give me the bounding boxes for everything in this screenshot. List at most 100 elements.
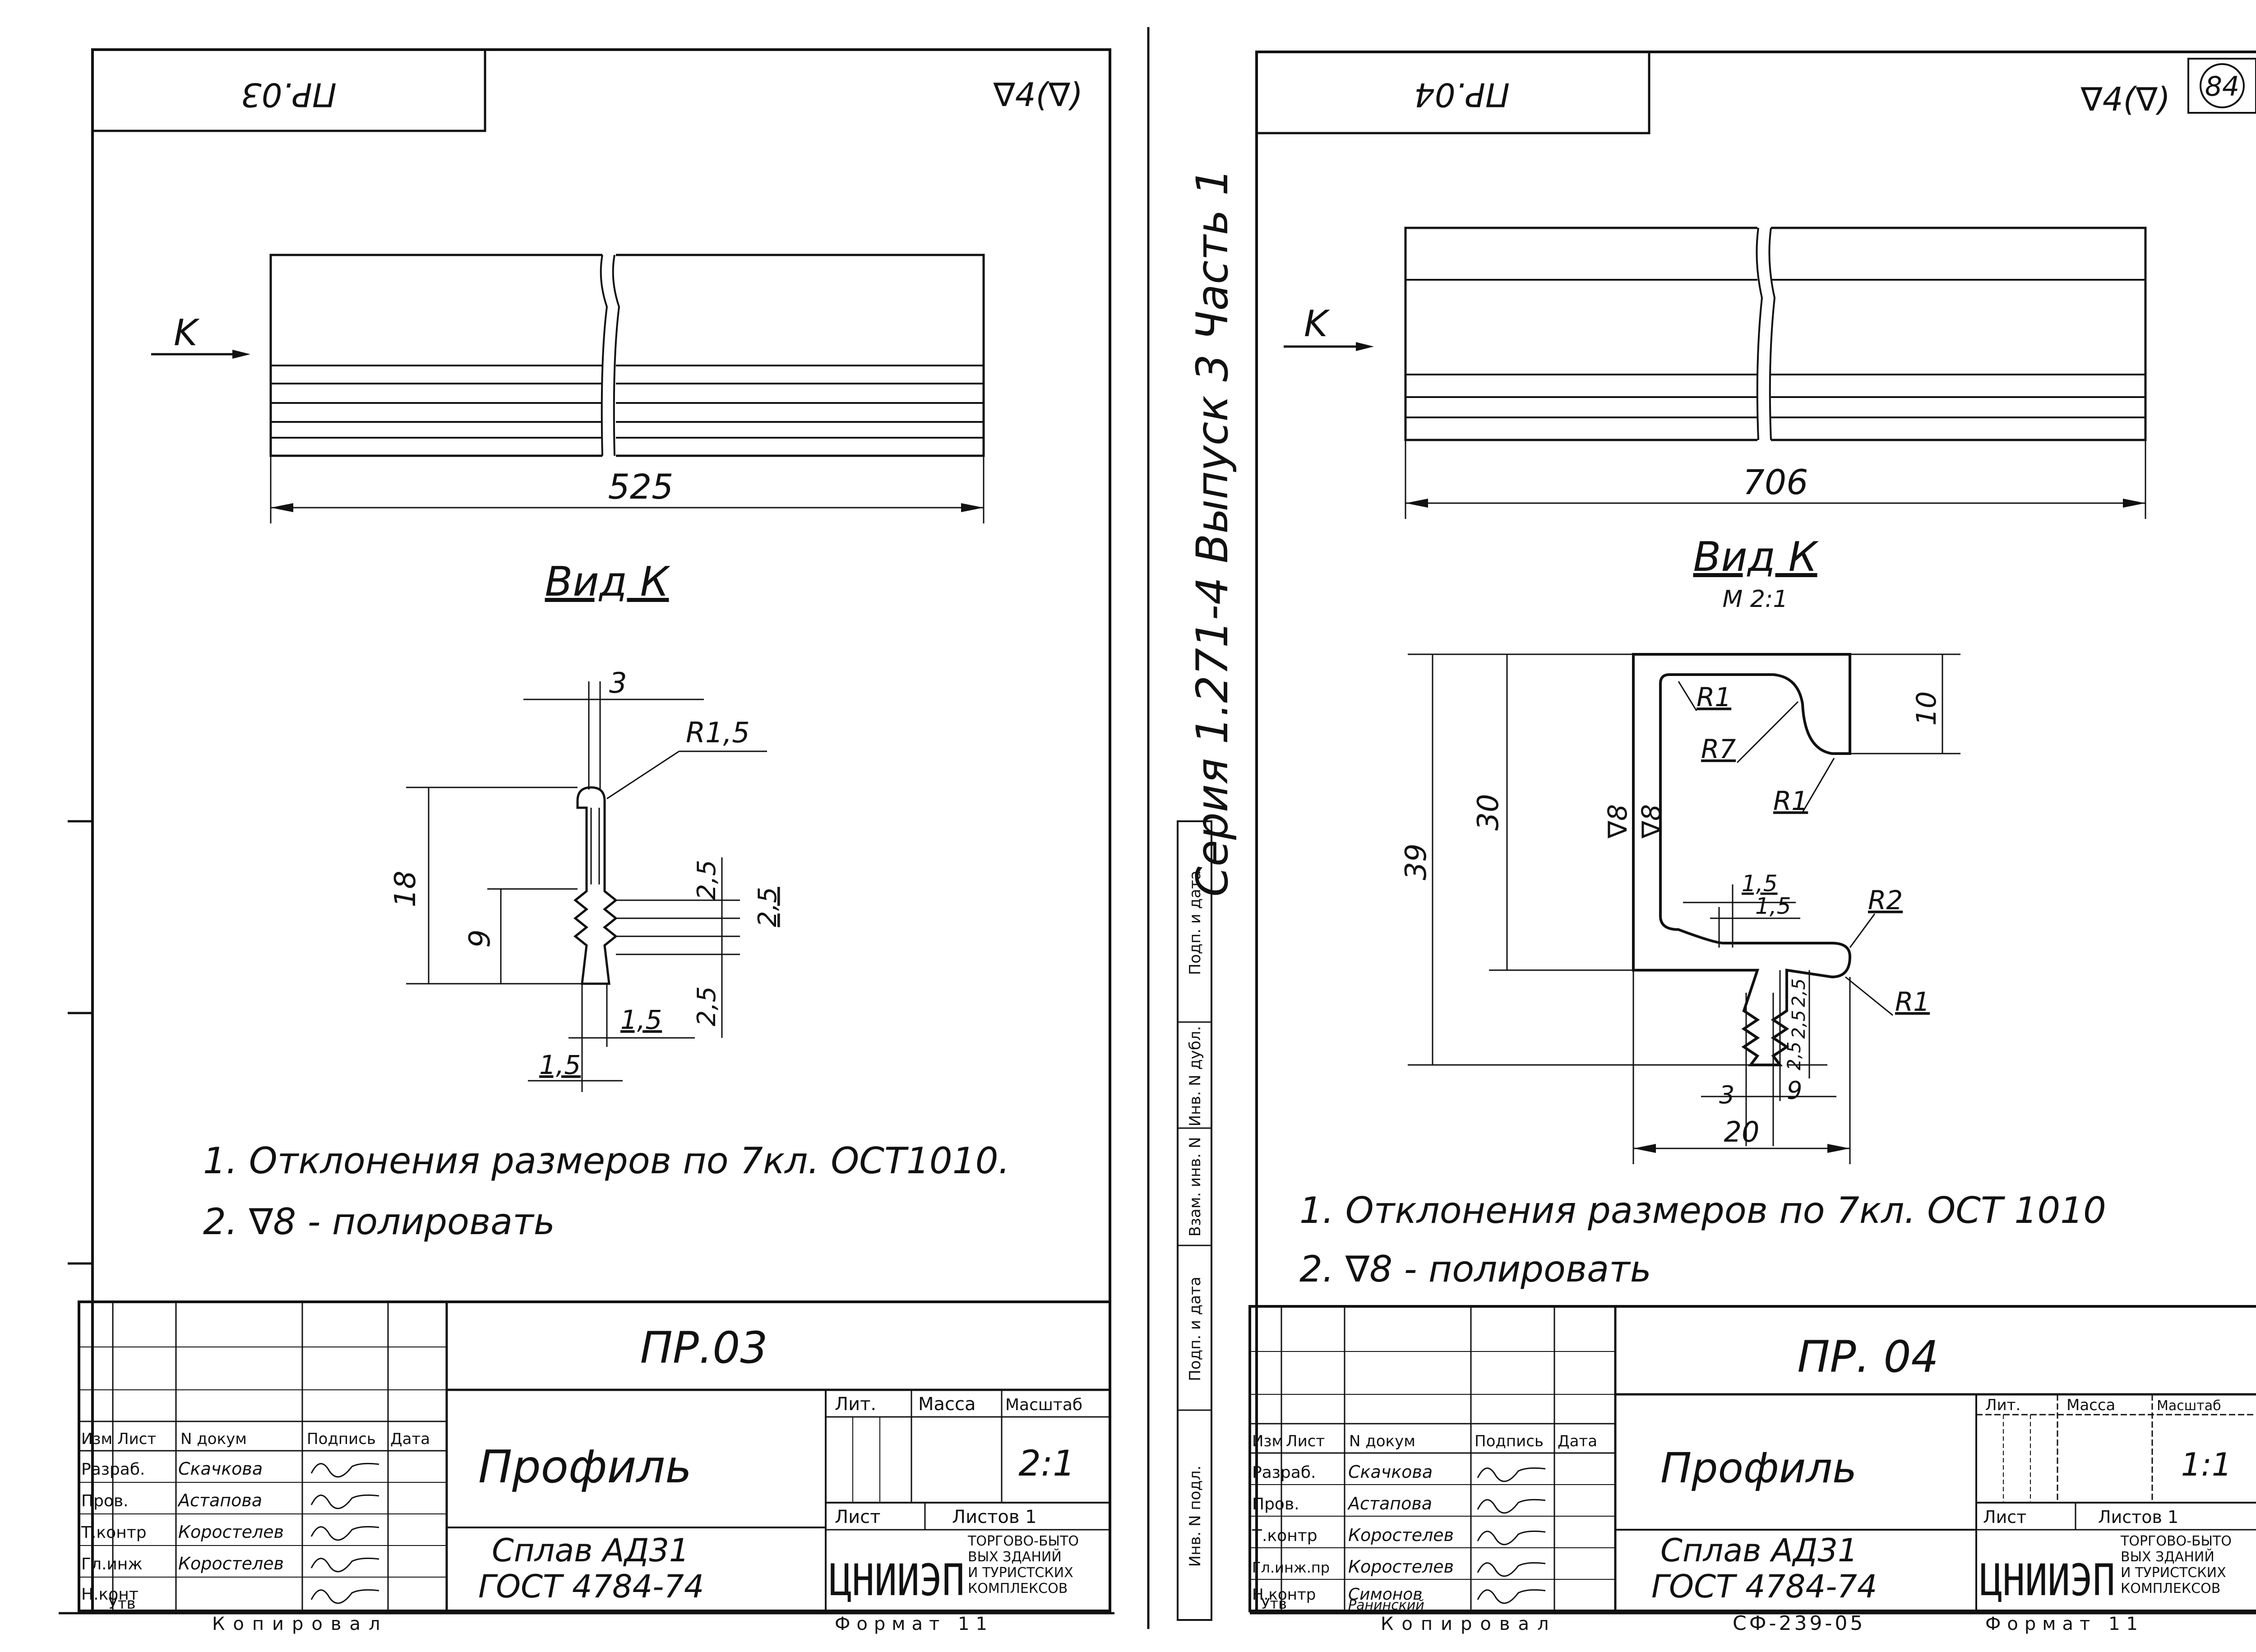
left-tb-name-1: Скачкова: [178, 1459, 263, 1479]
right-tb-role-5: Н.контр: [1252, 1586, 1316, 1604]
left-dim-tip1: 1,5: [620, 1004, 662, 1035]
right-dim-r1c: R1: [1895, 986, 1930, 1017]
right-tb-org-1: ТОРГОВО-БЫТО: [2120, 1533, 2232, 1549]
right-tb-material-1: Сплав АД31: [1660, 1532, 1858, 1569]
right-dim-r2: R2: [1868, 885, 1903, 916]
left-dim-height: 18: [389, 870, 422, 907]
right-doc-number: СФ-239-05: [1733, 1612, 1865, 1635]
right-tb-org-2: ВЫХ ЗДАНИЙ: [2121, 1549, 2214, 1565]
right-tb-col-sign: Подпись: [1475, 1432, 1544, 1450]
right-dim-d3: 3: [1719, 1081, 1734, 1109]
right-roughness: ∇4(∇): [2080, 80, 2170, 118]
left-tb-scale-value: 2:1: [1018, 1444, 1075, 1484]
right-tb-name-5: Симонов: [1348, 1585, 1423, 1604]
left-tb-name: Профиль: [478, 1440, 692, 1493]
left-tb-col-list: Лист: [117, 1430, 156, 1448]
left-tb-col-date: Дата: [390, 1430, 430, 1448]
right-tb-name: Профиль: [1660, 1444, 1857, 1492]
right-dim-body-h: 30: [1472, 794, 1505, 830]
left-dim-tooth3: 2,5: [692, 986, 721, 1026]
left-tb-material-1: Сплав АД31: [492, 1532, 689, 1569]
right-polish-1: ∇8: [1602, 804, 1633, 839]
left-tb-sheets: Листов 1: [952, 1507, 1037, 1527]
right-elevation-view: K 706: [1284, 223, 2147, 519]
right-dim-top-h: 10: [1911, 691, 1942, 726]
left-sheet: ПР.03 ∇4(∇) K 525 Вид К: [59, 48, 1114, 1634]
left-tb-role-3: Т.контр: [81, 1523, 147, 1542]
right-dim-t1: 1,5: [1742, 870, 1778, 897]
right-tb-role-6: Утв: [1261, 1595, 1287, 1612]
left-dim-groove: 9: [463, 930, 497, 948]
right-tb-col-izm: Изм: [1252, 1432, 1283, 1450]
right-dim-width: 20: [1724, 1115, 1760, 1148]
right-dim-total-h: 39: [1400, 843, 1433, 880]
left-note-2: 2. ∇8 - полировать: [203, 1201, 555, 1243]
right-dim-r7: R7: [1701, 734, 1736, 764]
left-dim-width: 3: [609, 666, 627, 699]
side-stamp-1: Подп. и дата: [1186, 870, 1204, 975]
right-note-2: 2. ∇8 - полировать: [1299, 1248, 1651, 1290]
right-header-box: [1255, 51, 1650, 134]
left-tb-name-4: Коростелев: [178, 1554, 284, 1573]
left-header-box: [91, 48, 486, 132]
left-dim-tooth1: 2,5: [692, 860, 721, 900]
right-dim-r1b: R1: [1773, 786, 1808, 816]
side-stamp-2: Инв. N дубл.: [1186, 1026, 1204, 1127]
right-view-scale: М 2:1: [1722, 586, 1788, 613]
right-tb-role-1: Разраб.: [1252, 1463, 1316, 1482]
left-tb-col-izm: Изм: [81, 1430, 112, 1448]
right-length-dim: 706: [1743, 462, 1808, 502]
left-format: Формат 11: [835, 1614, 994, 1634]
right-polish-2: ∇8: [1636, 804, 1667, 839]
right-copied: Копировал: [1381, 1614, 1557, 1634]
left-tb-role-6: Утв: [108, 1595, 136, 1613]
left-dim-radius: R1,5: [686, 716, 750, 749]
left-tb-lit: Лит.: [835, 1394, 876, 1415]
left-tb-role-1: Разраб.: [81, 1460, 145, 1479]
left-tb-role-5: Н.конт: [81, 1585, 139, 1604]
right-tb-name-1: Скачкова: [1348, 1462, 1433, 1482]
left-tb-mass: Масса: [918, 1394, 976, 1415]
left-copied: Копировал: [212, 1614, 388, 1634]
left-view-arrow-label: K: [174, 312, 200, 354]
right-dim-r1a: R1: [1697, 682, 1731, 713]
right-title-block: ПР. 04 Изм Лист N докум Подпись Дата Раз…: [1248, 1305, 2256, 1613]
left-dim-tooth2: 2,5: [753, 887, 782, 927]
left-length-dim: 525: [608, 467, 673, 507]
page-number-box: [2187, 58, 2256, 114]
left-tb-name-3: Коростелев: [178, 1522, 284, 1542]
right-tb-material-2: ГОСТ 4784-74: [1651, 1568, 1877, 1605]
right-tb-scale-value: 1:1: [2181, 1446, 2232, 1483]
side-stamp-5: Инв. N подл.: [1186, 1466, 1204, 1567]
right-dim-dd3: 2,5: [1784, 1041, 1805, 1070]
left-note-1: 1. Отклонения размеров по 7кл. ОСТ1010.: [203, 1140, 1010, 1182]
right-tb-org-logo: ЦНИИЭП: [1980, 1555, 2115, 1606]
left-dim-tip2: 1,5: [539, 1050, 581, 1080]
left-tb-scale: Масштаб: [1005, 1396, 1082, 1414]
right-dim-dd1: 2,5: [1789, 978, 1809, 1007]
right-dim-dd2: 2,5: [1789, 1010, 1809, 1039]
right-dim-d9: 9: [1787, 1076, 1802, 1105]
right-view-arrow-label: K: [1304, 303, 1330, 345]
right-sheet: ПР.04 ∇4(∇) 84 K 706 Вид К М 2:1: [1248, 51, 2256, 1635]
left-tb-org-4: КОМПЛЕКСОВ: [968, 1581, 1068, 1596]
right-tb-sheet: Лист: [1983, 1507, 2026, 1527]
left-section-profile: 3 R1,5 18 9 2,5 2,5 2,5: [389, 666, 782, 1092]
right-tb-org-4: КОМПЛЕКСОВ: [2121, 1581, 2220, 1596]
left-tb-code: ПР.03: [640, 1323, 768, 1373]
left-tb-org-logo: ЦНИИЭП: [829, 1555, 965, 1606]
right-tb-sheets: Листов 1: [2098, 1507, 2178, 1527]
side-stamp: Подп. и дата Инв. N дубл. Взам. инв. N П…: [1177, 820, 1212, 1621]
right-tb-name-2: Астапова: [1347, 1494, 1432, 1513]
right-dim-t2: 1,5: [1755, 893, 1791, 919]
left-tb-org-3: И ТУРИСТСКИХ: [968, 1565, 1073, 1581]
page-number: 84: [2205, 71, 2239, 102]
left-tb-sheet: Лист: [835, 1507, 880, 1527]
left-title-block: ПР.03 Изм Лист N докум Подпись Дата Разр…: [78, 1300, 1111, 1613]
right-tb-name-3: Коростелев: [1348, 1525, 1454, 1545]
right-tb-lit: Лит.: [1985, 1396, 2020, 1414]
right-tb-name-6: Ранинский: [1348, 1597, 1424, 1613]
left-tb-name-2: Астапова: [177, 1490, 262, 1510]
right-view-title: Вид К: [1693, 533, 1819, 581]
